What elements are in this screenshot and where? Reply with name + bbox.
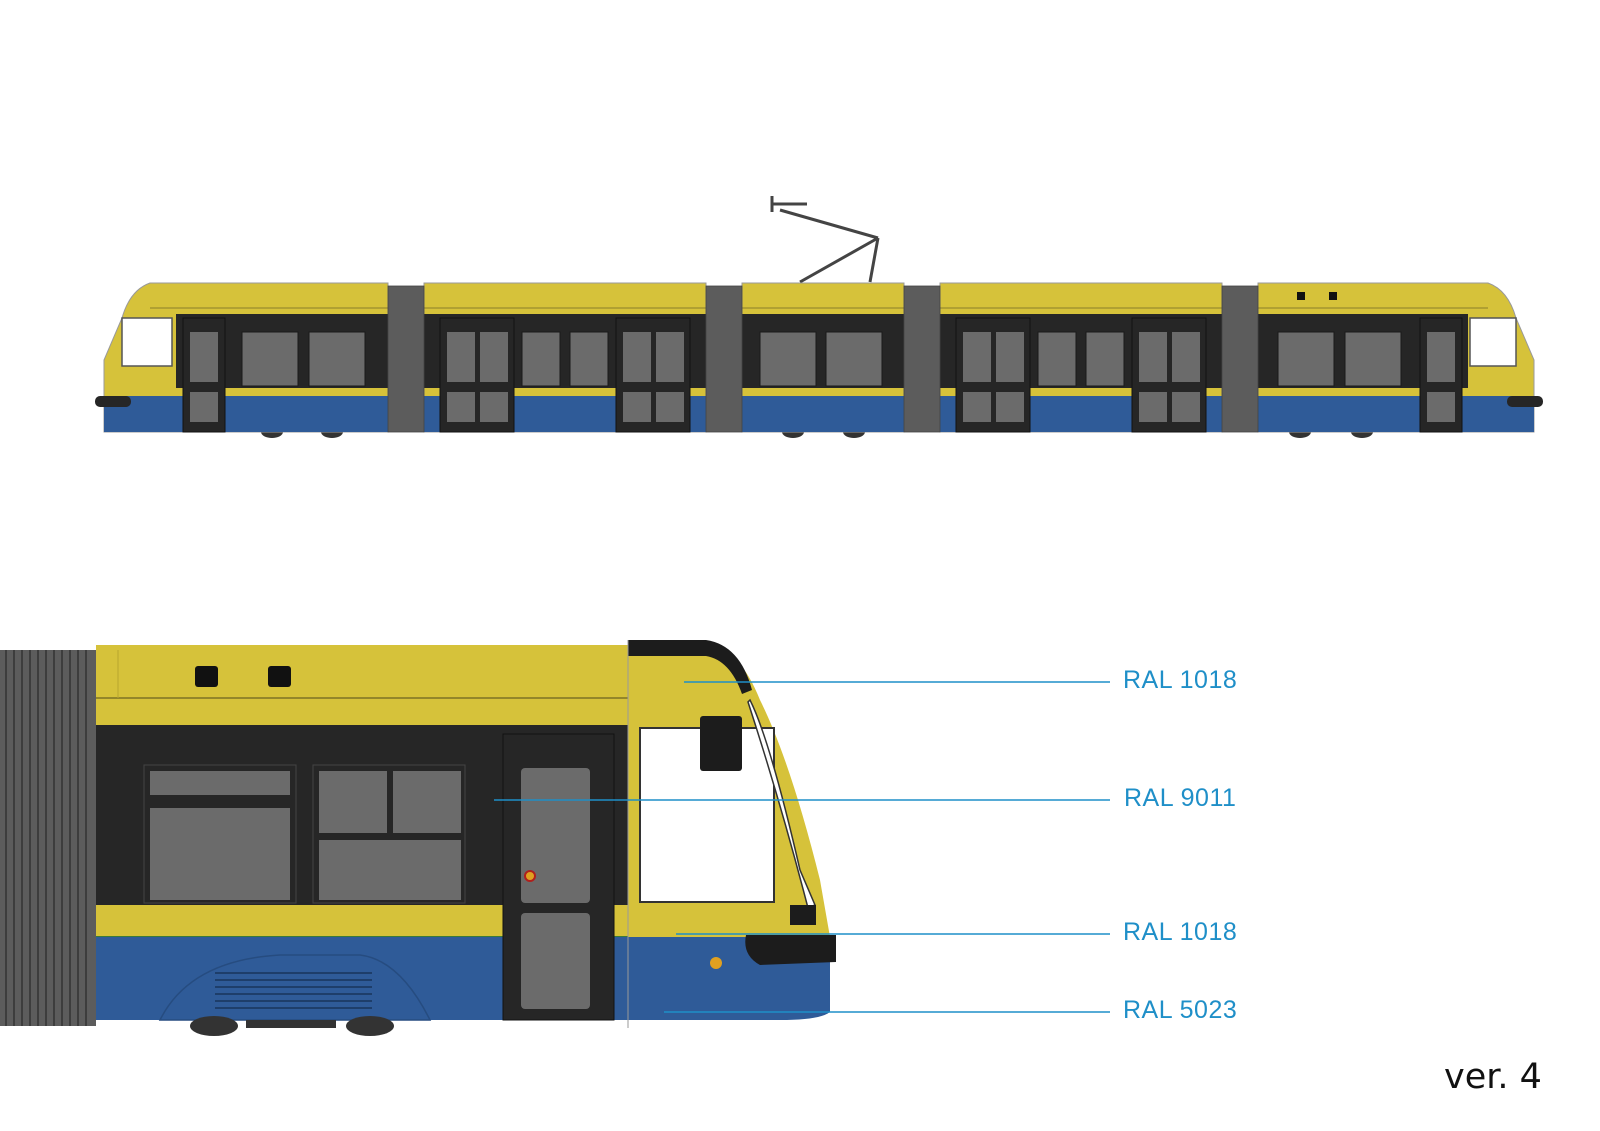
detail-side-windows — [143, 764, 466, 904]
detail-wheels — [190, 1016, 394, 1036]
mirror-housing — [700, 716, 742, 771]
bellows — [387, 285, 1259, 433]
blue-skirt — [96, 937, 830, 1020]
side-marker-light — [710, 957, 722, 969]
version-label: ver. 4 — [1444, 1057, 1542, 1097]
skirt-grille — [215, 972, 372, 1009]
top-windows — [241, 331, 1402, 387]
cab-roof-cap — [628, 640, 752, 694]
roof-vent — [268, 666, 291, 687]
skirt-fairing — [158, 954, 432, 1021]
callout-lines — [494, 681, 1110, 1013]
callout-label-ral-1018-stripe: RAL 1018 — [1123, 918, 1238, 946]
headlight — [790, 905, 816, 925]
top-door-panes — [190, 332, 1455, 422]
callout-label-ral-5023: RAL 5023 — [1123, 996, 1238, 1024]
upper-yellow-band — [96, 645, 628, 725]
detail-door — [502, 733, 615, 1021]
front-bumper — [745, 935, 836, 965]
tram-front-detail-view — [0, 640, 836, 1036]
tram-full-side-view — [95, 196, 1543, 438]
roof-vent — [195, 666, 218, 687]
callout-label-ral-9011: RAL 9011 — [1124, 784, 1237, 812]
callout-label-ral-1018-top: RAL 1018 — [1123, 666, 1238, 694]
pantograph — [770, 196, 880, 286]
detail-bellows — [0, 650, 96, 1026]
